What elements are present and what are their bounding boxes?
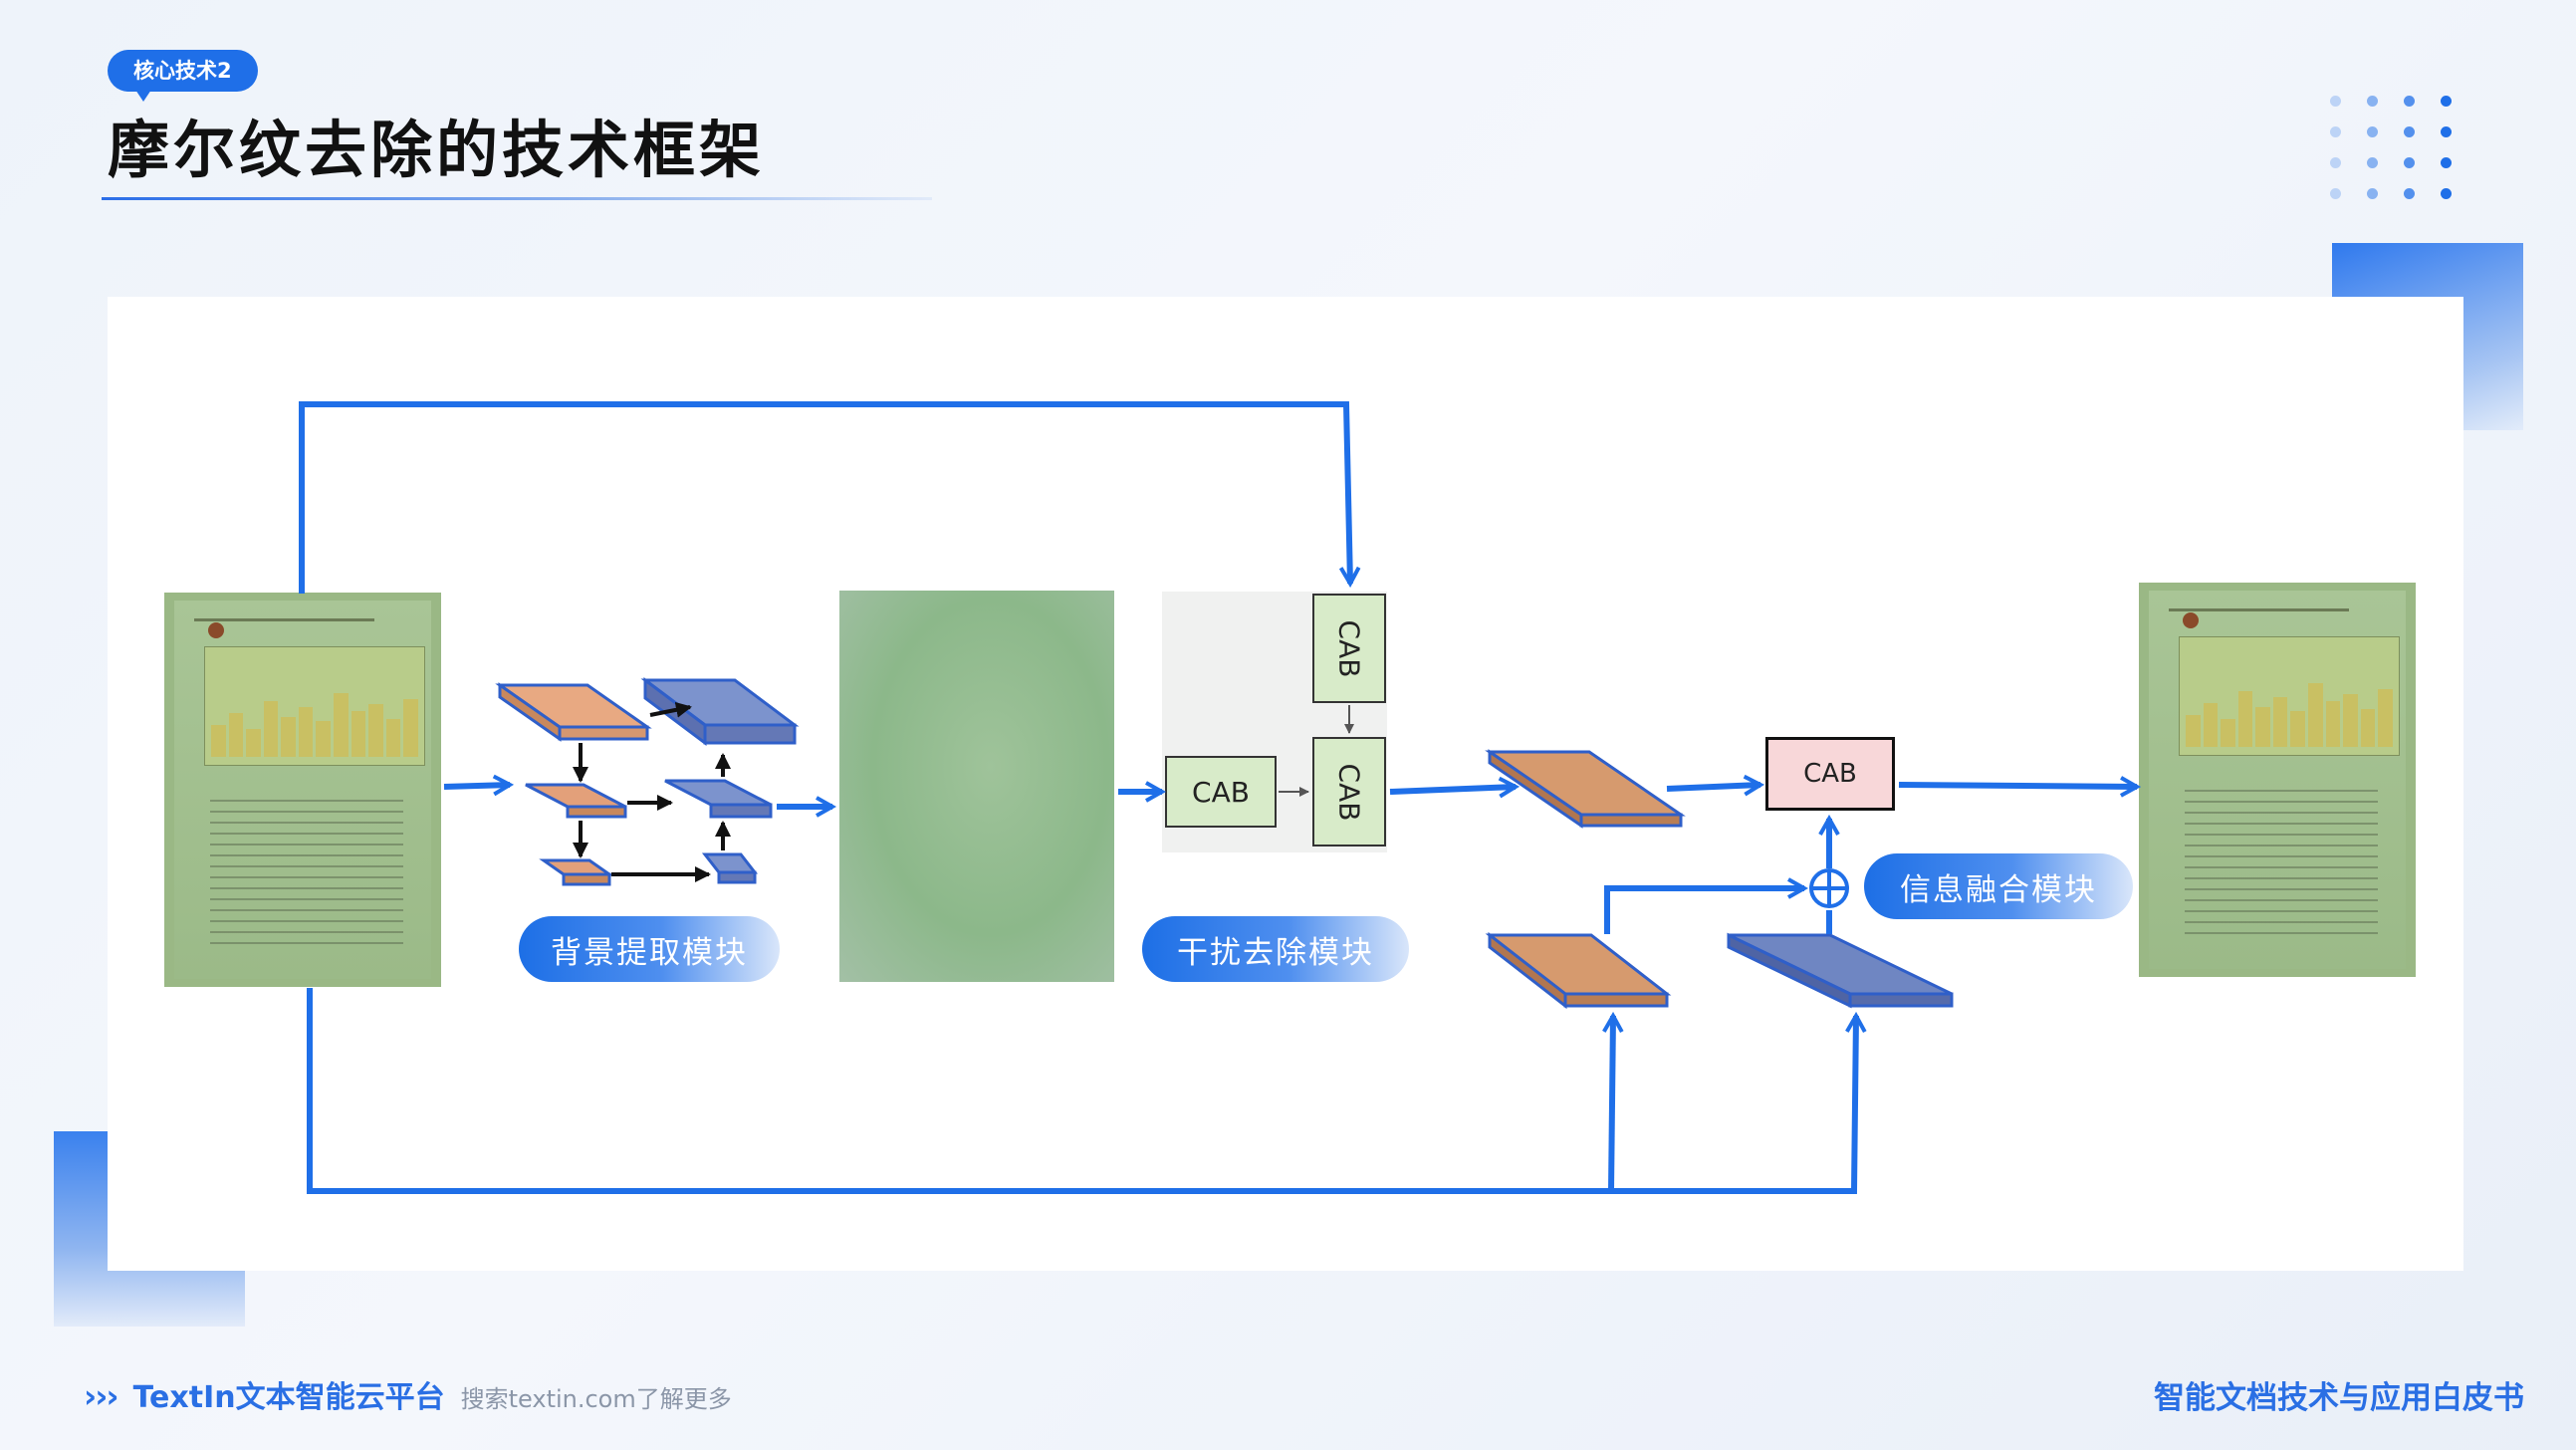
diagram-panel: CAB CAB CAB CAB [108, 297, 2463, 1271]
footer-whitepaper-title: 智能文档技术与应用白皮书 [2154, 1380, 2524, 1416]
output-document-image [2139, 583, 2416, 977]
decorative-dot [2330, 126, 2341, 137]
decorative-dot [2404, 96, 2415, 107]
framework-diagram [299, 401, 2463, 1194]
decorative-dot [2367, 188, 2378, 199]
cab-block-top: CAB [1312, 594, 1386, 703]
decorative-dot [2367, 96, 2378, 107]
input-document-image [164, 593, 441, 987]
title-underline [102, 197, 932, 200]
decorative-dot [2441, 157, 2452, 168]
section-badge: 核心技术2 [108, 50, 258, 102]
decorative-dot [2404, 157, 2415, 168]
chevrons-icon: ››› [84, 1377, 119, 1415]
page-title: 摩尔纹去除的技术框架 [108, 114, 766, 186]
footer-brand: ››› TextIn文本智能云平台 搜索textin.com了解更多 [84, 1372, 732, 1416]
background-extraction-network [495, 677, 800, 886]
decorative-dot [2441, 126, 2452, 137]
fusion-feature-layers [1485, 749, 1954, 1010]
footer-brand-name[interactable]: TextIn文本智能云平台 [132, 1380, 445, 1415]
information-fusion-label: 信息融合模块 [1864, 853, 2133, 919]
cab-block-left: CAB [1165, 756, 1277, 828]
decorative-dot [2330, 96, 2341, 107]
flow-arrows [299, 401, 2137, 1194]
decorative-dot [2330, 188, 2341, 199]
cab-block-fusion: CAB [1765, 737, 1895, 811]
extracted-background-image [839, 591, 1114, 982]
background-extraction-label: 背景提取模块 [519, 916, 780, 982]
decorative-dot [2367, 157, 2378, 168]
decorative-dot [2404, 188, 2415, 199]
cab-block-bottom: CAB [1312, 737, 1386, 846]
decorative-dot [2441, 188, 2452, 199]
fusion-add-node [1809, 868, 1849, 908]
decorative-dot [2330, 157, 2341, 168]
interference-removal-label: 干扰去除模块 [1142, 916, 1409, 982]
footer-hint: 搜索textin.com了解更多 [460, 1385, 732, 1413]
decorative-dot [2367, 126, 2378, 137]
decorative-dot [2404, 126, 2415, 137]
decorative-dot [2441, 96, 2452, 107]
